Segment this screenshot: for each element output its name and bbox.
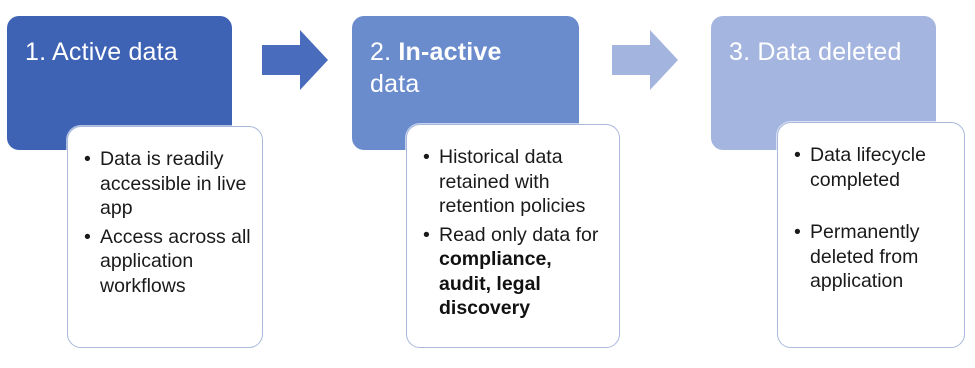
stage-2-bullet: Read only data for compliance, audit, le… [421,223,609,321]
stage-2-header: 2. In-active data [352,16,579,150]
stage-1-title: 1. Active data [25,36,178,68]
stage-1-bullet: Data is readily accessible in live app [82,147,252,221]
bullet-bold-text: compliance, audit, legal discovery [439,248,552,319]
stage-3-bullet: Data lifecycle completed [792,143,954,192]
bullet-text: Data is readily accessible in live app [100,148,247,219]
stage-1-bullet: Access across all application workflows [82,225,252,299]
stage-3-number: 3. [729,38,751,66]
bullet-text: Data lifecycle completed [810,144,926,191]
stage-2-card: Historical data retained with retention … [406,124,620,348]
stage-2-title-bold: In-active [398,38,502,66]
stage-1-card: Data is readily accessible in live app A… [67,126,263,348]
stage-2-number: 2. [370,38,392,66]
stage-3-title-text: Data deleted [757,38,902,66]
stage-3-bullet-list: Data lifecycle completed Permanently del… [792,143,954,294]
bullet-text: Historical data retained with retention … [439,146,586,217]
stage-2-bullet-list: Historical data retained with retention … [421,145,609,321]
bullet-text: Permanently deleted from application [810,221,920,292]
right-arrow-icon [262,30,328,90]
stage-3-card: Data lifecycle completed Permanently del… [777,122,965,348]
stage-1-title-text: Active data [52,38,178,66]
stage-2-title: 2. In-active data [370,36,565,100]
stage-2-title-rest: data [370,70,420,98]
stage-2-bullet: Historical data retained with retention … [421,145,609,219]
bullet-text: Read only data for [439,223,599,246]
stage-1-bullet-list: Data is readily accessible in live app A… [82,147,252,298]
stage-3-bullet: Permanently deleted from application [792,220,954,294]
bullet-text: Access across all application workflows [100,225,251,297]
stage-1-number: 1. [25,38,47,66]
right-arrow-icon [612,30,678,90]
stage-3-title: 3. Data deleted [729,36,902,68]
